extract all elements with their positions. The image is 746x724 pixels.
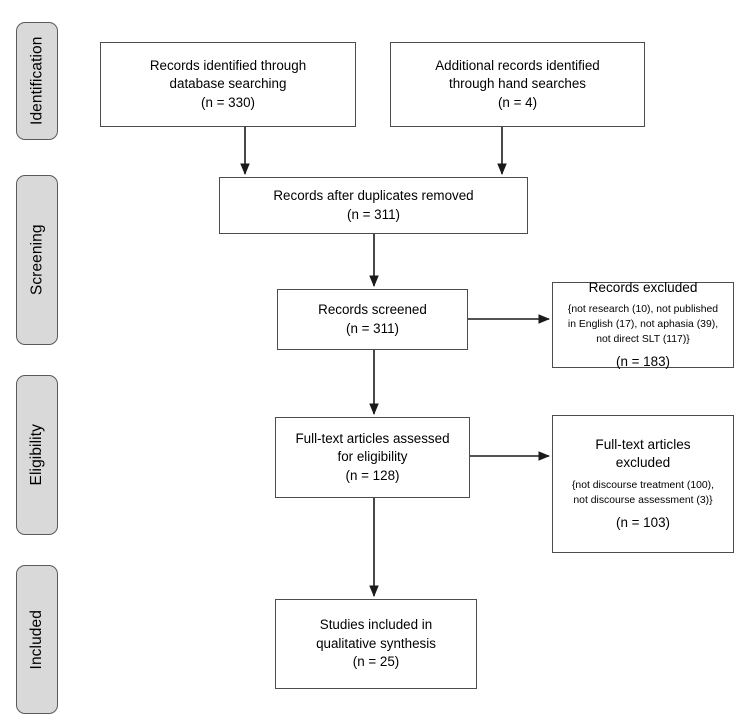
stage-label-screening: Screening bbox=[28, 224, 46, 296]
box-additional-records: Additional records identified through ha… bbox=[390, 42, 645, 127]
box-records-screened-count: (n = 311) bbox=[346, 320, 399, 336]
box-fulltext-excluded-reasons: {not discourse treatment (100), not disc… bbox=[571, 480, 715, 506]
stage-label-included: Included bbox=[28, 609, 46, 670]
box-duplicates-removed-text: Records after duplicates removed bbox=[273, 188, 474, 203]
box-fulltext-excluded-title: Full-text articles excluded bbox=[595, 436, 691, 471]
box-records-identified: Records identified through database sear… bbox=[100, 42, 356, 127]
box-records-excluded-title: Records excluded bbox=[588, 279, 698, 295]
box-studies-included-count: (n = 25) bbox=[352, 654, 400, 670]
box-records-screened: Records screened (n = 311) bbox=[277, 289, 468, 350]
box-records-screened-text: Records screened bbox=[318, 302, 427, 317]
box-fulltext-assessed-count: (n = 128) bbox=[345, 467, 400, 483]
box-studies-included-text: Studies included in qualitative synthesi… bbox=[316, 617, 436, 651]
box-records-excluded-reasons: {not research (10), not published in Eng… bbox=[567, 304, 719, 346]
box-duplicates-removed: Records after duplicates removed (n = 31… bbox=[219, 177, 528, 234]
box-records-identified-count: (n = 330) bbox=[201, 94, 255, 110]
stage-pill-identification: Identification bbox=[16, 22, 58, 140]
stage-pill-screening: Screening bbox=[16, 175, 58, 345]
box-fulltext-excluded-count: (n = 103) bbox=[616, 514, 670, 530]
box-records-excluded-count: (n = 183) bbox=[616, 353, 670, 369]
box-fulltext-excluded: Full-text articles excluded {not discour… bbox=[552, 415, 734, 553]
stage-pill-eligibility: Eligibility bbox=[16, 375, 58, 535]
box-records-identified-text: Records identified through database sear… bbox=[149, 57, 307, 92]
box-records-excluded: Records excluded {not research (10), not… bbox=[552, 279, 734, 369]
box-fulltext-assessed: Full-text articles assessed for eligibil… bbox=[275, 417, 470, 498]
box-fulltext-assessed-text: Full-text articles assessed for eligibil… bbox=[295, 430, 450, 465]
box-duplicates-removed-count: (n = 311) bbox=[347, 206, 400, 222]
box-additional-records-text: Additional records identified through ha… bbox=[435, 57, 600, 92]
stage-label-eligibility: Eligibility bbox=[28, 424, 46, 486]
stage-pill-included: Included bbox=[16, 565, 58, 714]
box-additional-records-count: (n = 4) bbox=[497, 94, 538, 110]
stage-label-identification: Identification bbox=[28, 36, 46, 126]
box-studies-included: Studies included in qualitative synthesi… bbox=[275, 599, 477, 689]
